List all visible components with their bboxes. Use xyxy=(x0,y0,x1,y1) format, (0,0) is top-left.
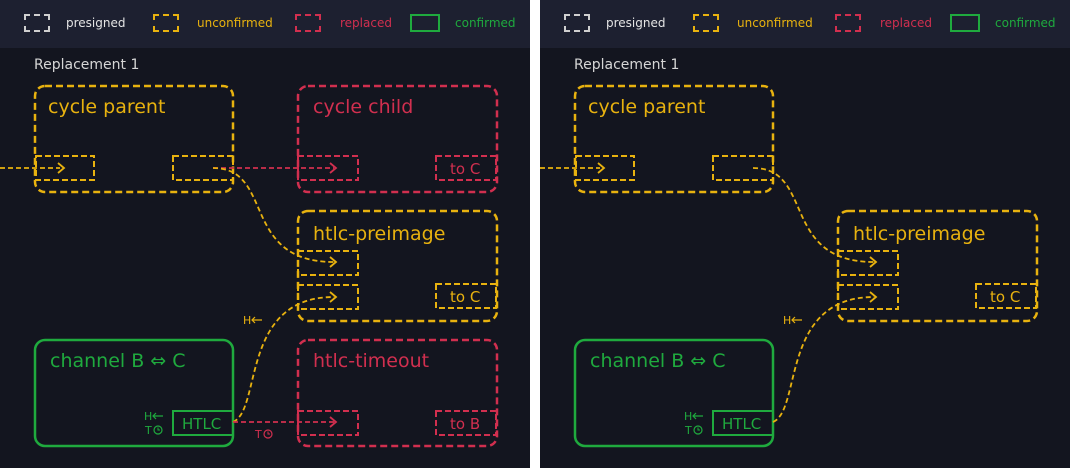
clock-hands xyxy=(267,431,270,435)
arrowhead-icon xyxy=(329,162,338,174)
cycle-parent-output-port xyxy=(712,155,774,181)
htlc-preimage-output-label: to C xyxy=(990,288,1020,306)
legend-swatch-replaced xyxy=(295,14,321,32)
arrowhead-icon xyxy=(597,162,606,174)
legend-label-presigned: presigned xyxy=(606,16,666,30)
node-htlc-preimage-title: htlc-preimage xyxy=(853,223,985,245)
edge-cycle-parent-to-htlc-preimage xyxy=(212,167,335,263)
edge-cycle-parent-to-htlc-preimage xyxy=(752,167,875,263)
arrowhead-icon xyxy=(869,256,878,268)
legend-swatch-presigned xyxy=(24,14,50,32)
edge-htlc-to-htlc-preimage xyxy=(232,296,335,423)
channel-htlc-port xyxy=(172,410,234,436)
legend-label-presigned: presigned xyxy=(66,16,126,30)
edge-htlc-to-htlc-preimage xyxy=(772,296,875,423)
edge-timelock-label: T xyxy=(254,428,262,441)
channel-htlc-label: HTLC xyxy=(722,415,761,433)
legend-swatch-confirmed xyxy=(410,14,440,32)
legend-label-replaced: replaced xyxy=(340,16,392,30)
node-channel-b-c: channel B ⇔ C HTLC H T xyxy=(573,338,775,448)
edge-hashlock-label: H xyxy=(783,314,791,327)
arrowhead-icon xyxy=(57,162,66,174)
panel-caption: Replacement 1 xyxy=(34,57,140,73)
arrowhead-icon xyxy=(329,291,338,303)
arrowhead-icon xyxy=(329,416,338,428)
cycle-child-output-port xyxy=(435,155,497,181)
node-cycle-parent-title: cycle parent xyxy=(588,96,705,118)
hashlock-mark: H xyxy=(144,410,152,423)
node-htlc-timeout-title: htlc-timeout xyxy=(313,350,429,372)
node-channel-title: channel B ⇔ C xyxy=(50,350,186,372)
legend-label-confirmed: confirmed xyxy=(455,16,516,30)
cycle-child-output-label: to C xyxy=(450,160,480,178)
clock-icon xyxy=(153,425,163,435)
node-cycle-parent: cycle parent xyxy=(573,84,775,194)
node-cycle-child-title: cycle child xyxy=(313,96,413,118)
legend-swatch-confirmed xyxy=(950,14,980,32)
timelock-mark: T xyxy=(684,424,692,437)
clock-hands xyxy=(697,427,700,431)
node-cycle-parent-title: cycle parent xyxy=(48,96,165,118)
clock-hands xyxy=(157,427,160,431)
transaction-diagram: cycle parent cycle child to C htlc-preim… xyxy=(0,84,499,448)
panel-caption: Replacement 1 xyxy=(574,57,680,73)
node-cycle-parent: cycle parent xyxy=(33,84,235,194)
htlc-timeout-output-port xyxy=(435,410,497,436)
legend-label-confirmed: confirmed xyxy=(995,16,1056,30)
arrowhead-icon xyxy=(329,256,338,268)
htlc-preimage-input-port-1 xyxy=(837,250,899,276)
timelock-mark: T xyxy=(144,424,152,437)
cycle-parent-input-port xyxy=(35,155,95,181)
node-channel-title: channel B ⇔ C xyxy=(590,350,726,372)
legend-swatch-unconfirmed xyxy=(153,14,179,32)
hashlock-arrow-icon xyxy=(791,316,802,324)
node-htlc-preimage-title: htlc-preimage xyxy=(313,223,445,245)
hashlock-arrow-icon xyxy=(251,316,262,324)
htlc-preimage-output-port xyxy=(435,283,497,309)
node-htlc-timeout: htlc-timeout to B xyxy=(296,338,499,448)
edge-hashlock-label: H xyxy=(243,314,251,327)
edges xyxy=(0,162,338,428)
node-htlc-preimage: htlc-preimage to C xyxy=(836,209,1039,323)
legend-label-unconfirmed: unconfirmed xyxy=(197,16,273,30)
htlc-preimage-input-port-2 xyxy=(297,284,359,310)
legend-swatch-replaced xyxy=(835,14,861,32)
hashlock-arrow-icon xyxy=(152,412,163,420)
legend-swatch-presigned xyxy=(564,14,590,32)
arrowhead-icon xyxy=(869,291,878,303)
node-cycle-child: cycle child to C xyxy=(296,84,499,194)
htlc-preimage-input-port-1 xyxy=(297,250,359,276)
clock-icon xyxy=(693,425,703,435)
legend-swatch-unconfirmed xyxy=(693,14,719,32)
channel-htlc-label: HTLC xyxy=(182,415,221,433)
htlc-preimage-output-label: to C xyxy=(450,288,480,306)
node-htlc-preimage: htlc-preimage to C xyxy=(296,209,499,323)
htlc-timeout-output-label: to B xyxy=(450,415,480,433)
legend-bar: presigned unconfirmed replaced confirmed xyxy=(0,0,530,48)
legend-label-replaced: replaced xyxy=(880,16,932,30)
diagram-panel-left: presigned unconfirmed replaced confirmed… xyxy=(0,0,530,468)
channel-htlc-port xyxy=(712,410,774,436)
diagram-panel-right: presigned unconfirmed replaced confirmed… xyxy=(540,0,1070,468)
legend-label-unconfirmed: unconfirmed xyxy=(737,16,813,30)
edges xyxy=(540,162,878,423)
cycle-parent-input-port xyxy=(575,155,635,181)
htlc-timeout-input-port xyxy=(297,410,359,436)
htlc-preimage-input-port-2 xyxy=(837,284,899,310)
htlc-preimage-output-port xyxy=(975,283,1037,309)
clock-icon xyxy=(263,429,273,439)
legend-bar: presigned unconfirmed replaced confirmed xyxy=(540,0,1070,48)
hashlock-arrow-icon xyxy=(692,412,703,420)
node-channel-b-c: channel B ⇔ C HTLC H T xyxy=(33,338,235,448)
transaction-diagram: cycle parent htlc-preimage to C channel … xyxy=(540,84,1039,448)
hashlock-mark: H xyxy=(684,410,692,423)
